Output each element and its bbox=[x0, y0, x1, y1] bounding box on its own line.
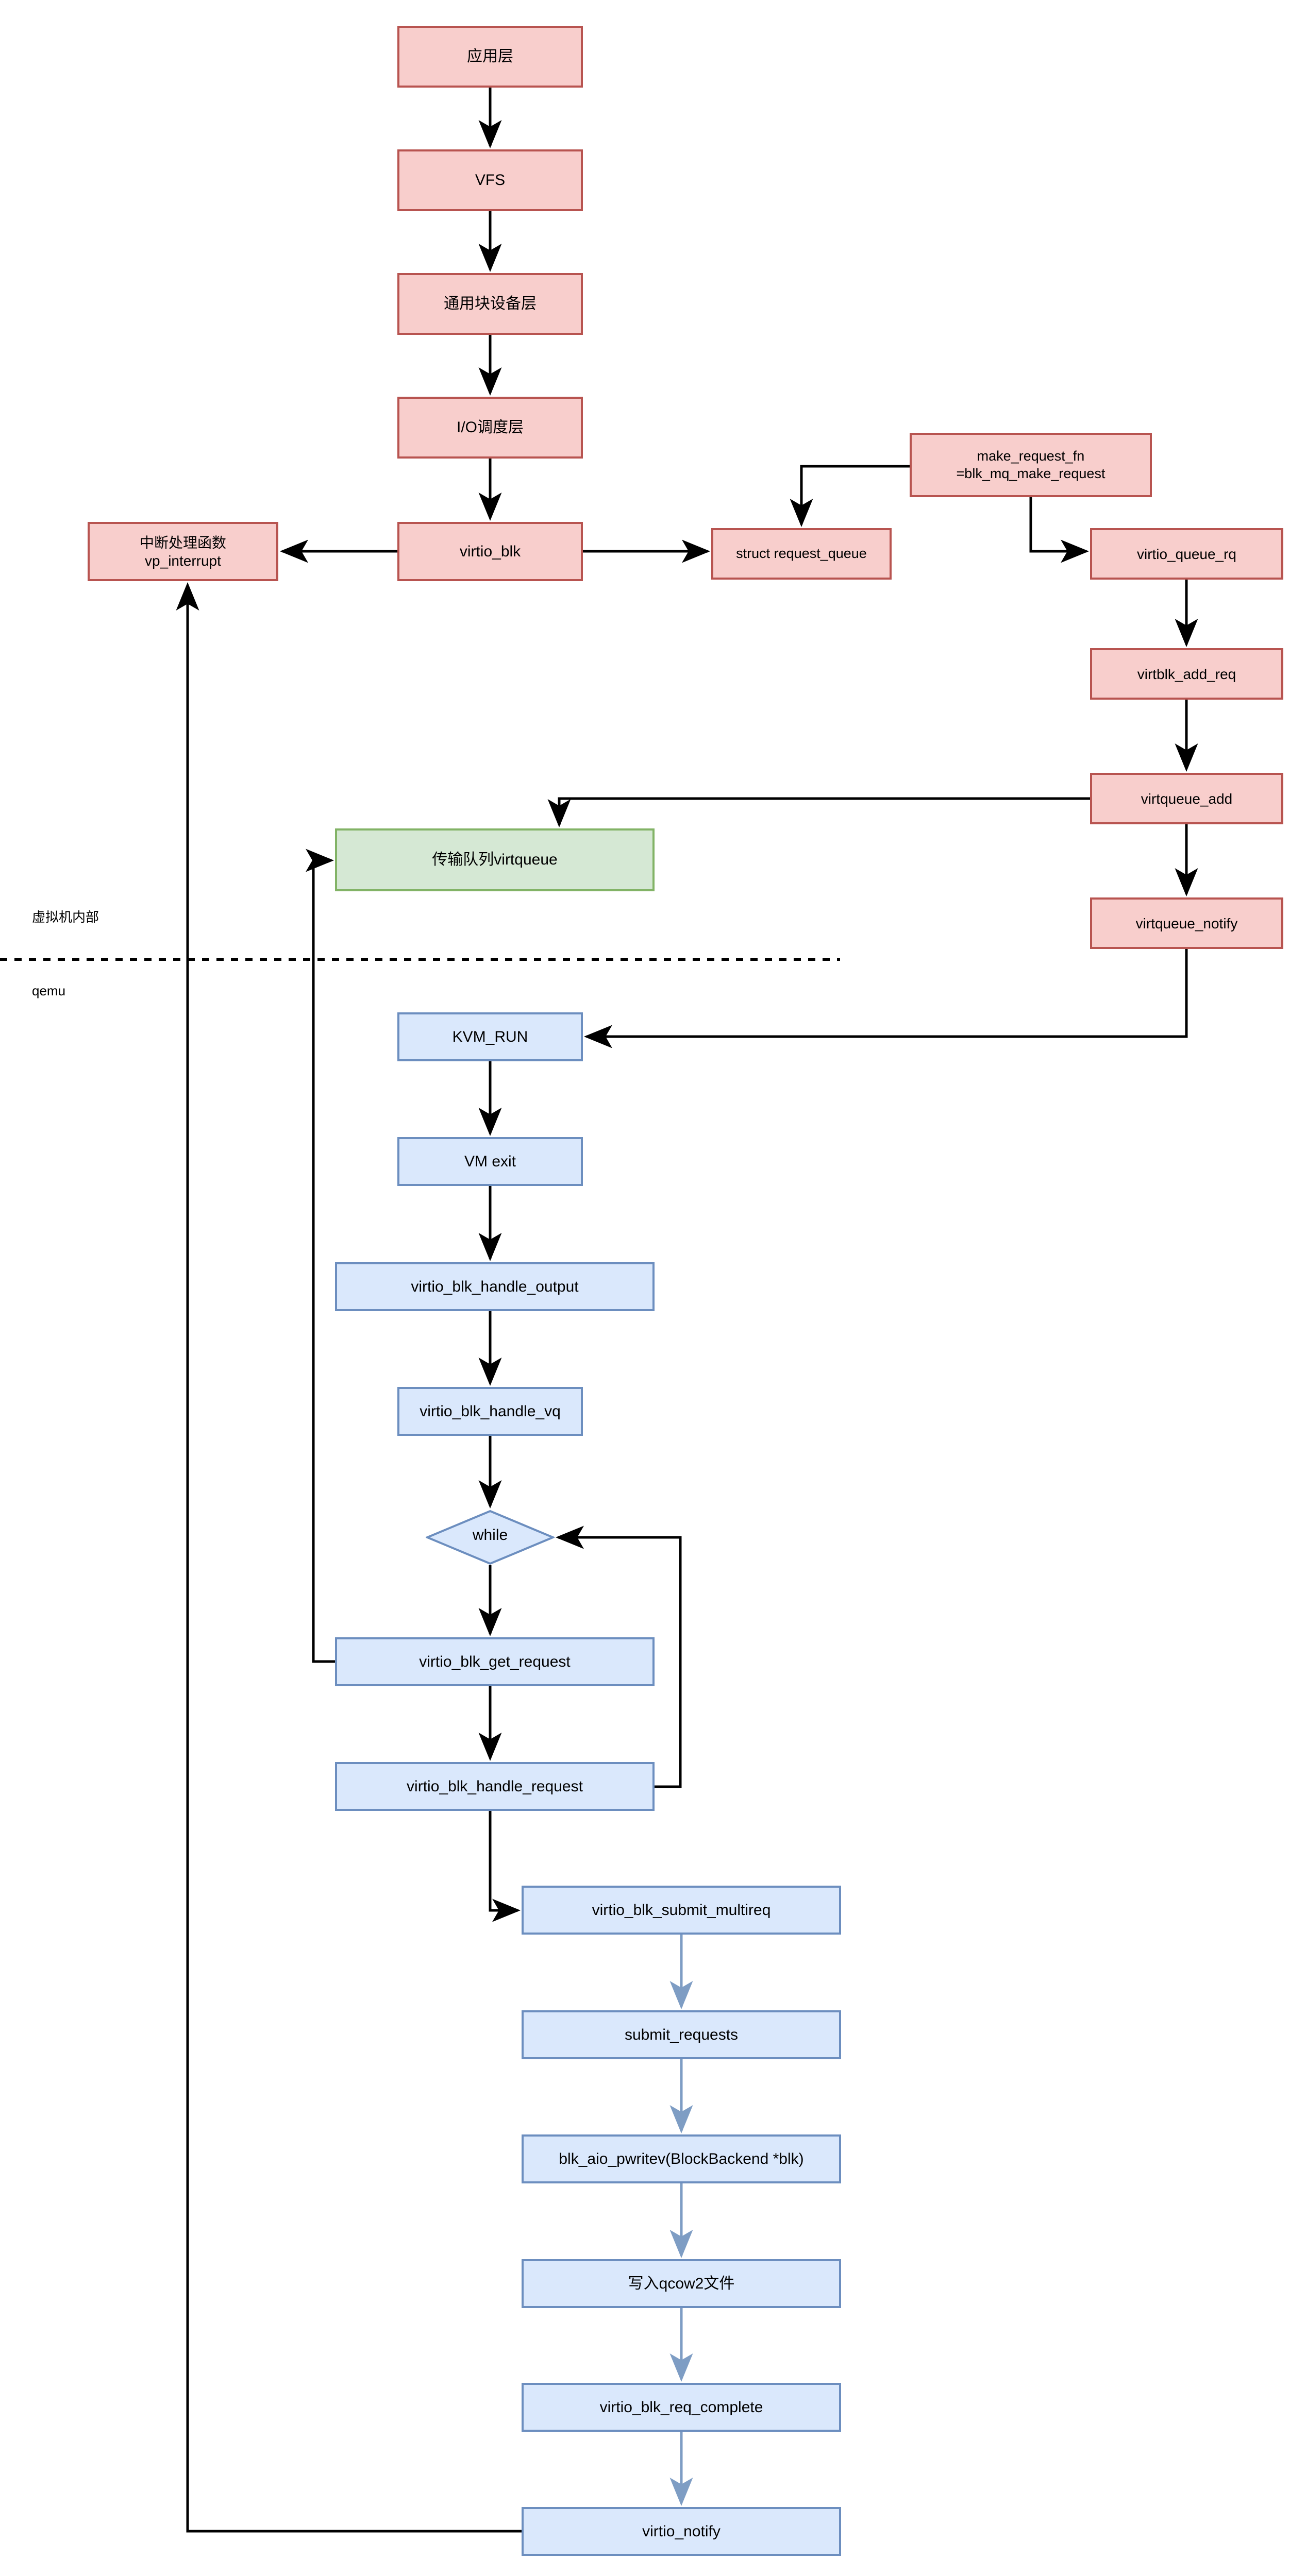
node-label: virtio_queue_rq bbox=[1136, 546, 1237, 562]
node-vfs[interactable]: VFS bbox=[397, 149, 583, 211]
zone-label-text: 虚拟机内部 bbox=[32, 909, 99, 925]
node-label: virtblk_add_req bbox=[1137, 666, 1236, 682]
node-label: blk_aio_pwritev(BlockBackend *blk) bbox=[559, 2150, 804, 2167]
node-make-request-fn[interactable]: make_request_fn =blk_mq_make_request bbox=[910, 433, 1152, 497]
node-label: 中断处理函数 vp_interrupt bbox=[139, 534, 226, 569]
node-virtio-queue-rq[interactable]: virtio_queue_rq bbox=[1090, 528, 1283, 580]
node-virtio-blk-get-request[interactable]: virtio_blk_get_request bbox=[335, 1637, 655, 1686]
zone-label-text: qemu bbox=[32, 983, 66, 998]
zone-label-qemu: qemu bbox=[32, 983, 65, 999]
node-label: 应用层 bbox=[467, 48, 513, 65]
black-connectors bbox=[176, 88, 1198, 2533]
node-label: 传输队列virtqueue bbox=[432, 851, 558, 869]
node-blk-aio-pwritev[interactable]: blk_aio_pwritev(BlockBackend *blk) bbox=[522, 2134, 841, 2183]
node-virtio-blk-handle-vq[interactable]: virtio_blk_handle_vq bbox=[397, 1387, 583, 1436]
node-label: submit_requests bbox=[624, 2026, 739, 2043]
node-label: struct request_queue bbox=[736, 546, 867, 562]
node-kvm-run[interactable]: KVM_RUN bbox=[397, 1012, 583, 1061]
node-virtio-blk-req-complete[interactable]: virtio_blk_req_complete bbox=[522, 2383, 841, 2432]
node-label: virtio_blk_req_complete bbox=[599, 2398, 763, 2416]
node-io-scheduler-layer[interactable]: I/O调度层 bbox=[397, 397, 583, 459]
node-generic-block-layer[interactable]: 通用块设备层 bbox=[397, 273, 583, 335]
node-label: make_request_fn =blk_mq_make_request bbox=[956, 448, 1105, 481]
node-virtqueue[interactable]: 传输队列virtqueue bbox=[335, 828, 655, 891]
node-label: virtio_blk_handle_output bbox=[411, 1278, 579, 1295]
node-label: virtio_blk bbox=[459, 543, 521, 560]
node-virtio-blk-submit-multireq[interactable]: virtio_blk_submit_multireq bbox=[522, 1886, 841, 1935]
node-label: virtio_blk_handle_request bbox=[407, 1777, 583, 1795]
node-virtqueue-notify[interactable]: virtqueue_notify bbox=[1090, 897, 1283, 949]
node-label: virtio_blk_get_request bbox=[419, 1653, 571, 1670]
node-virtio-blk[interactable]: virtio_blk bbox=[397, 522, 583, 581]
node-label: I/O调度层 bbox=[456, 419, 524, 436]
diamond-shape bbox=[424, 1510, 556, 1565]
node-virtio-blk-handle-output[interactable]: virtio_blk_handle_output bbox=[335, 1262, 655, 1311]
node-struct-request-queue[interactable]: struct request_queue bbox=[711, 528, 892, 580]
zone-label-guest: 虚拟机内部 bbox=[32, 907, 99, 926]
node-virtqueue-add[interactable]: virtqueue_add bbox=[1090, 773, 1283, 824]
node-virtio-blk-handle-request[interactable]: virtio_blk_handle_request bbox=[335, 1762, 655, 1811]
node-virtio-notify[interactable]: virtio_notify bbox=[522, 2507, 841, 2556]
node-virtblk-add-req[interactable]: virtblk_add_req bbox=[1090, 648, 1283, 700]
node-label: 通用块设备层 bbox=[444, 295, 537, 313]
node-vm-exit[interactable]: VM exit bbox=[397, 1137, 583, 1186]
node-label: virtio_blk_handle_vq bbox=[420, 1402, 561, 1420]
node-label: virtio_blk_submit_multireq bbox=[592, 1901, 771, 1919]
node-label: KVM_RUN bbox=[452, 1028, 528, 1045]
node-app-layer[interactable]: 应用层 bbox=[397, 26, 583, 88]
node-vp-interrupt[interactable]: 中断处理函数 vp_interrupt bbox=[88, 522, 278, 581]
node-submit-requests[interactable]: submit_requests bbox=[522, 2010, 841, 2059]
node-label: 写入qcow2文件 bbox=[628, 2275, 735, 2292]
node-label: virtio_notify bbox=[642, 2522, 721, 2540]
node-write-qcow2-file[interactable]: 写入qcow2文件 bbox=[522, 2259, 841, 2308]
node-while-decision[interactable]: while bbox=[424, 1510, 556, 1565]
node-label: VFS bbox=[475, 172, 506, 189]
node-label: virtqueue_add bbox=[1141, 790, 1233, 807]
node-label: VM exit bbox=[464, 1153, 516, 1170]
node-label: virtqueue_notify bbox=[1135, 915, 1238, 931]
node-label: while bbox=[472, 1527, 508, 1544]
